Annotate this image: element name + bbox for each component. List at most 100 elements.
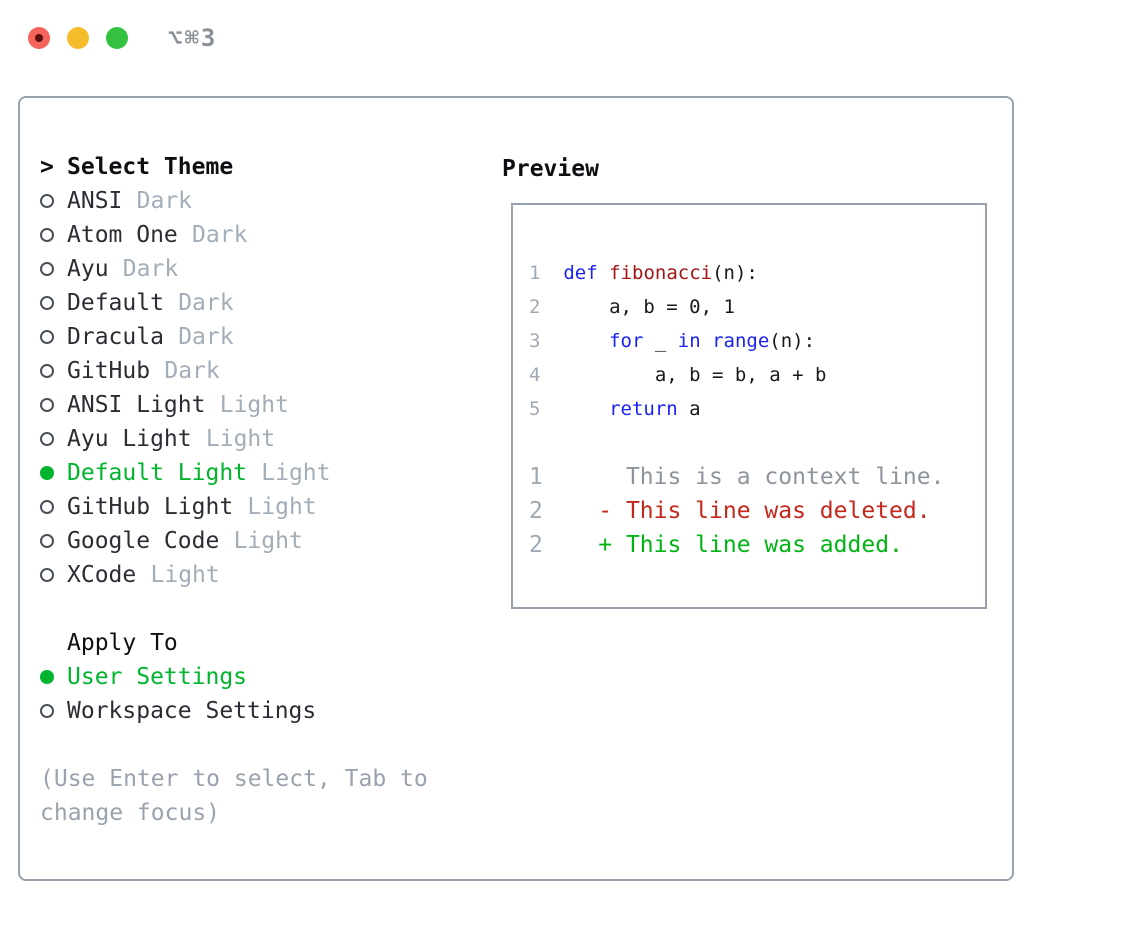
apply-to-header: Apply To [67, 630, 178, 656]
radio-icon [40, 704, 54, 718]
theme-variant-tag: Light [247, 494, 317, 520]
code-token: (n): [769, 330, 816, 352]
minimize-button[interactable] [67, 27, 89, 49]
help-line: (Use Enter to select, Tab to [40, 766, 428, 792]
radio-icon [40, 296, 54, 310]
code-line: 1 def fibonacci(n): [529, 256, 985, 290]
theme-option[interactable]: ANSI Light Light [40, 388, 490, 422]
radio-icon [40, 568, 54, 582]
apply-to-option[interactable]: User Settings [40, 660, 490, 694]
code-token: (n): [712, 262, 758, 284]
radio-icon [40, 330, 54, 344]
code-line: 5 return a [529, 392, 985, 426]
line-number: 5 [529, 398, 541, 420]
radio-icon [40, 500, 54, 514]
theme-option-label: ANSI [67, 188, 123, 214]
theme-variant-tag: Dark [136, 188, 193, 214]
apply-to-option-label: User Settings [67, 664, 248, 690]
close-button[interactable] [28, 27, 50, 49]
diff-preview: 1 This is a context line.2 - This line w… [529, 426, 985, 562]
code-token: a, b = b, a + b [540, 364, 827, 386]
code-token: _ [643, 330, 678, 352]
radio-icon [40, 262, 54, 276]
theme-variant-tag: Dark [178, 324, 234, 350]
radio-icon [40, 364, 54, 378]
line-number: 2 [529, 532, 543, 558]
theme-option[interactable]: Atom One Dark [40, 218, 490, 252]
code-token: def [563, 262, 598, 284]
traffic-lights [28, 27, 128, 49]
prompt-caret-icon: > [40, 154, 54, 180]
theme-option-label: Default Light [67, 460, 248, 486]
line-number: 2 [529, 296, 541, 318]
select-theme-title: Select Theme [67, 154, 234, 180]
code-token [540, 262, 563, 284]
radio-icon [40, 228, 54, 242]
code-token: in [677, 330, 701, 352]
theme-option-label: Google Code [67, 528, 220, 554]
code-token: fibonacci [609, 262, 713, 284]
radio-icon [40, 398, 54, 412]
theme-option[interactable]: Google Code Light [40, 524, 490, 558]
code-line [529, 222, 985, 256]
theme-variant-tag: Dark [164, 358, 220, 384]
code-line: 4 a, b = b, a + b [529, 358, 985, 392]
code-token: + This line was added. [598, 532, 903, 558]
theme-variant-tag: Dark [192, 222, 248, 248]
line-number: 2 [529, 498, 543, 524]
theme-option-label: Atom One [67, 222, 178, 248]
radio-selected-icon [40, 466, 54, 480]
theme-option[interactable]: ANSI Dark [40, 184, 490, 218]
theme-option-label: GitHub [67, 358, 151, 384]
zoom-button[interactable] [106, 27, 128, 49]
preview-title: Preview [502, 156, 599, 182]
code-token: range [712, 330, 770, 352]
radio-icon [40, 194, 54, 208]
code-token [701, 330, 712, 352]
code-token [543, 532, 598, 558]
code-token: This is a context line. [625, 464, 945, 490]
select-theme-header: > Select Theme [40, 150, 490, 184]
theme-variant-tag: Light [219, 392, 289, 418]
code-token [540, 398, 609, 420]
theme-option[interactable]: Ayu Light Light [40, 422, 490, 456]
theme-option-label: Dracula [67, 324, 164, 350]
window-title: ⌥⌘3 [168, 24, 218, 52]
line-number: 1 [529, 262, 541, 284]
diff-line: 2 - This line was deleted. [529, 494, 985, 528]
apply-to-option[interactable]: Workspace Settings [40, 694, 490, 728]
diff-line [529, 426, 985, 460]
theme-variant-tag: Dark [122, 256, 179, 282]
code-line: 3 for _ in range(n): [529, 324, 985, 358]
radio-icon [40, 534, 54, 548]
spacer [40, 592, 490, 626]
code-token: a [677, 398, 701, 420]
code-token: for [609, 330, 644, 352]
line-number: 4 [529, 364, 541, 386]
radio-selected-icon [40, 670, 54, 684]
theme-variant-tag: Light [205, 426, 276, 452]
theme-option[interactable]: Dracula Dark [40, 320, 490, 354]
line-number: 3 [529, 330, 541, 352]
window-titlebar: ⌥⌘3 [0, 0, 1140, 96]
code-token: a, b = 0, 1 [540, 296, 735, 318]
theme-option-label: ANSI Light [67, 392, 206, 418]
code-token: return [609, 398, 678, 420]
theme-option-label: Ayu Light [67, 426, 192, 452]
diff-line: 2 + This line was added. [529, 528, 985, 562]
theme-option[interactable]: GitHub Dark [40, 354, 490, 388]
theme-variant-tag: Light [233, 528, 303, 554]
theme-variant-tag: Dark [178, 290, 234, 316]
theme-variant-tag: Light [150, 562, 220, 588]
diff-line: 1 This is a context line. [529, 460, 985, 494]
